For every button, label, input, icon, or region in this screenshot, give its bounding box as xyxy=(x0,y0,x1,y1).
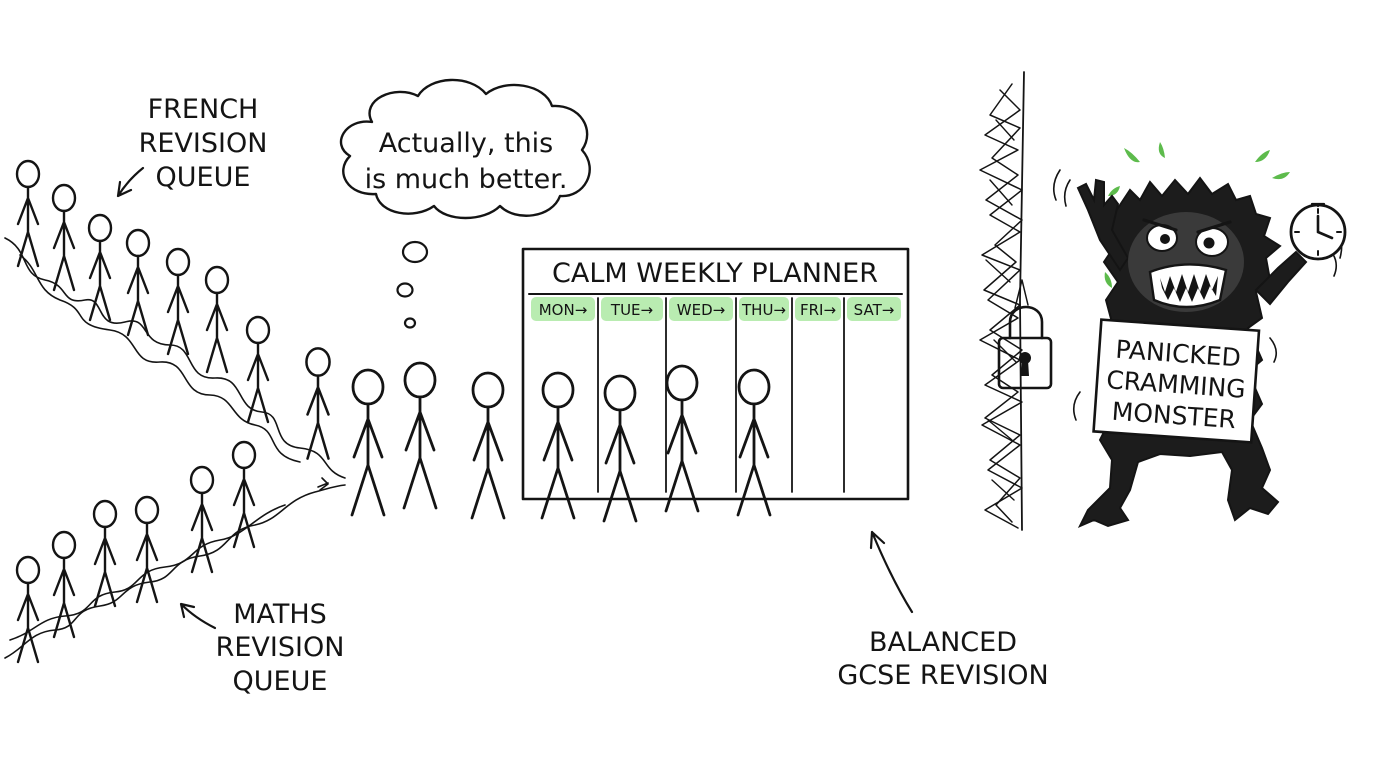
maths-label-arrow xyxy=(179,602,217,630)
thinking-stick-figure xyxy=(402,361,438,510)
main-queue-figures xyxy=(350,361,772,523)
stick-figure xyxy=(540,371,576,520)
french-label-line-1: FRENCH xyxy=(148,94,259,125)
stick-figure xyxy=(664,364,700,513)
monster-mouth xyxy=(1148,263,1228,309)
monster-sign: PANICKED CRAMMING MONSTER xyxy=(1092,318,1261,444)
queue-path-lines xyxy=(4,237,346,659)
stick-figure xyxy=(134,495,160,604)
stick-figure xyxy=(15,159,41,268)
stick-figure xyxy=(305,347,331,460)
stick-figure xyxy=(231,440,257,549)
balanced-line-1: BALANCED xyxy=(869,627,1017,658)
wall-scribble-3 xyxy=(985,119,1017,501)
padlock-keyhole-slot xyxy=(1021,360,1029,376)
balanced-line-2: GCSE REVISION xyxy=(837,660,1048,691)
thought-dot-large xyxy=(401,240,429,264)
day-labels: MON→ TUE→ WED→ THU→ FRI→ SAT→ xyxy=(539,301,895,319)
day-label-sat: SAT→ xyxy=(854,301,895,319)
french-path-2 xyxy=(19,254,301,463)
thought-bubble-icon: Actually, this is much better. xyxy=(339,78,591,329)
padlock-icon xyxy=(997,279,1053,390)
weekly-planner: CALM WEEKLY PLANNER MON→ TUE→ WED→ THU→ … xyxy=(521,247,910,501)
day-highlight-thu xyxy=(739,297,789,321)
day-highlight-mon xyxy=(531,297,595,321)
balanced-revision-label: BALANCED GCSE REVISION xyxy=(837,530,1049,691)
padlock-shackle xyxy=(1008,305,1044,340)
wall-scribble-2 xyxy=(983,83,1023,523)
monster-eyes xyxy=(1142,218,1232,257)
maths-label-line-1: MATHS xyxy=(233,599,327,630)
day-label-tue: TUE→ xyxy=(610,301,653,319)
french-label-line-2: REVISION xyxy=(139,128,268,159)
day-highlight-fri xyxy=(795,297,841,321)
french-queue-figures xyxy=(15,159,331,460)
stick-figure xyxy=(350,368,386,517)
maths-label-line-3: QUEUE xyxy=(233,666,328,697)
stick-figure xyxy=(736,368,772,517)
clock-hands xyxy=(1316,214,1334,240)
stick-figure xyxy=(204,265,230,374)
day-label-fri: FRI→ xyxy=(800,301,836,319)
day-highlight-sat xyxy=(847,297,901,321)
day-highlights xyxy=(531,297,901,321)
french-label-arrow xyxy=(116,166,145,198)
thought-cloud xyxy=(339,78,591,220)
padlock-body xyxy=(997,336,1053,390)
path-arrow xyxy=(317,477,329,491)
padlock-chain xyxy=(1014,279,1029,309)
stick-figure xyxy=(51,183,77,292)
thought-dot-small xyxy=(403,317,417,329)
maths-label-line-2: REVISION xyxy=(216,632,345,663)
monster-right-arm xyxy=(1254,250,1308,306)
french-queue-label: FRENCH REVISION QUEUE xyxy=(116,94,268,198)
stick-figure xyxy=(92,499,118,608)
planner-frame xyxy=(521,247,910,501)
day-column-dividers xyxy=(597,297,845,493)
clock-ticks xyxy=(1294,208,1342,256)
monster-left-arm xyxy=(1076,178,1130,272)
scribbled-wall xyxy=(979,71,1025,531)
thought-dot-medium xyxy=(396,282,414,298)
stick-figure xyxy=(165,247,191,356)
thought-line-1: Actually, this xyxy=(379,128,554,159)
day-highlight-tue xyxy=(601,297,663,321)
stick-figure xyxy=(15,555,41,664)
maths-path xyxy=(4,484,346,659)
stick-figure xyxy=(125,228,151,337)
day-label-mon: MON→ xyxy=(539,301,588,319)
thought-line-2: is much better. xyxy=(365,164,568,195)
maths-queue-label: MATHS REVISION QUEUE xyxy=(179,599,345,697)
planner-title: CALM WEEKLY PLANNER xyxy=(552,258,878,289)
day-label-wed: WED→ xyxy=(677,301,725,319)
stick-figure xyxy=(470,371,506,520)
day-highlight-wed xyxy=(669,297,733,321)
monster-sign-board xyxy=(1092,318,1261,444)
stick-figure xyxy=(245,315,271,424)
maths-queue-figures xyxy=(15,440,257,664)
stick-figure xyxy=(87,213,113,322)
french-label-line-3: QUEUE xyxy=(156,162,251,193)
stick-figure xyxy=(51,530,77,639)
day-label-thu: THU→ xyxy=(741,301,786,319)
cramming-monster: PANICKED CRAMMING MONSTER xyxy=(1052,142,1347,528)
balanced-label-arrow xyxy=(869,530,914,614)
clock-crown xyxy=(1310,202,1326,208)
clock-icon xyxy=(1289,202,1347,261)
wall-edge xyxy=(1019,71,1025,531)
wall-scribble-1 xyxy=(979,89,1023,529)
